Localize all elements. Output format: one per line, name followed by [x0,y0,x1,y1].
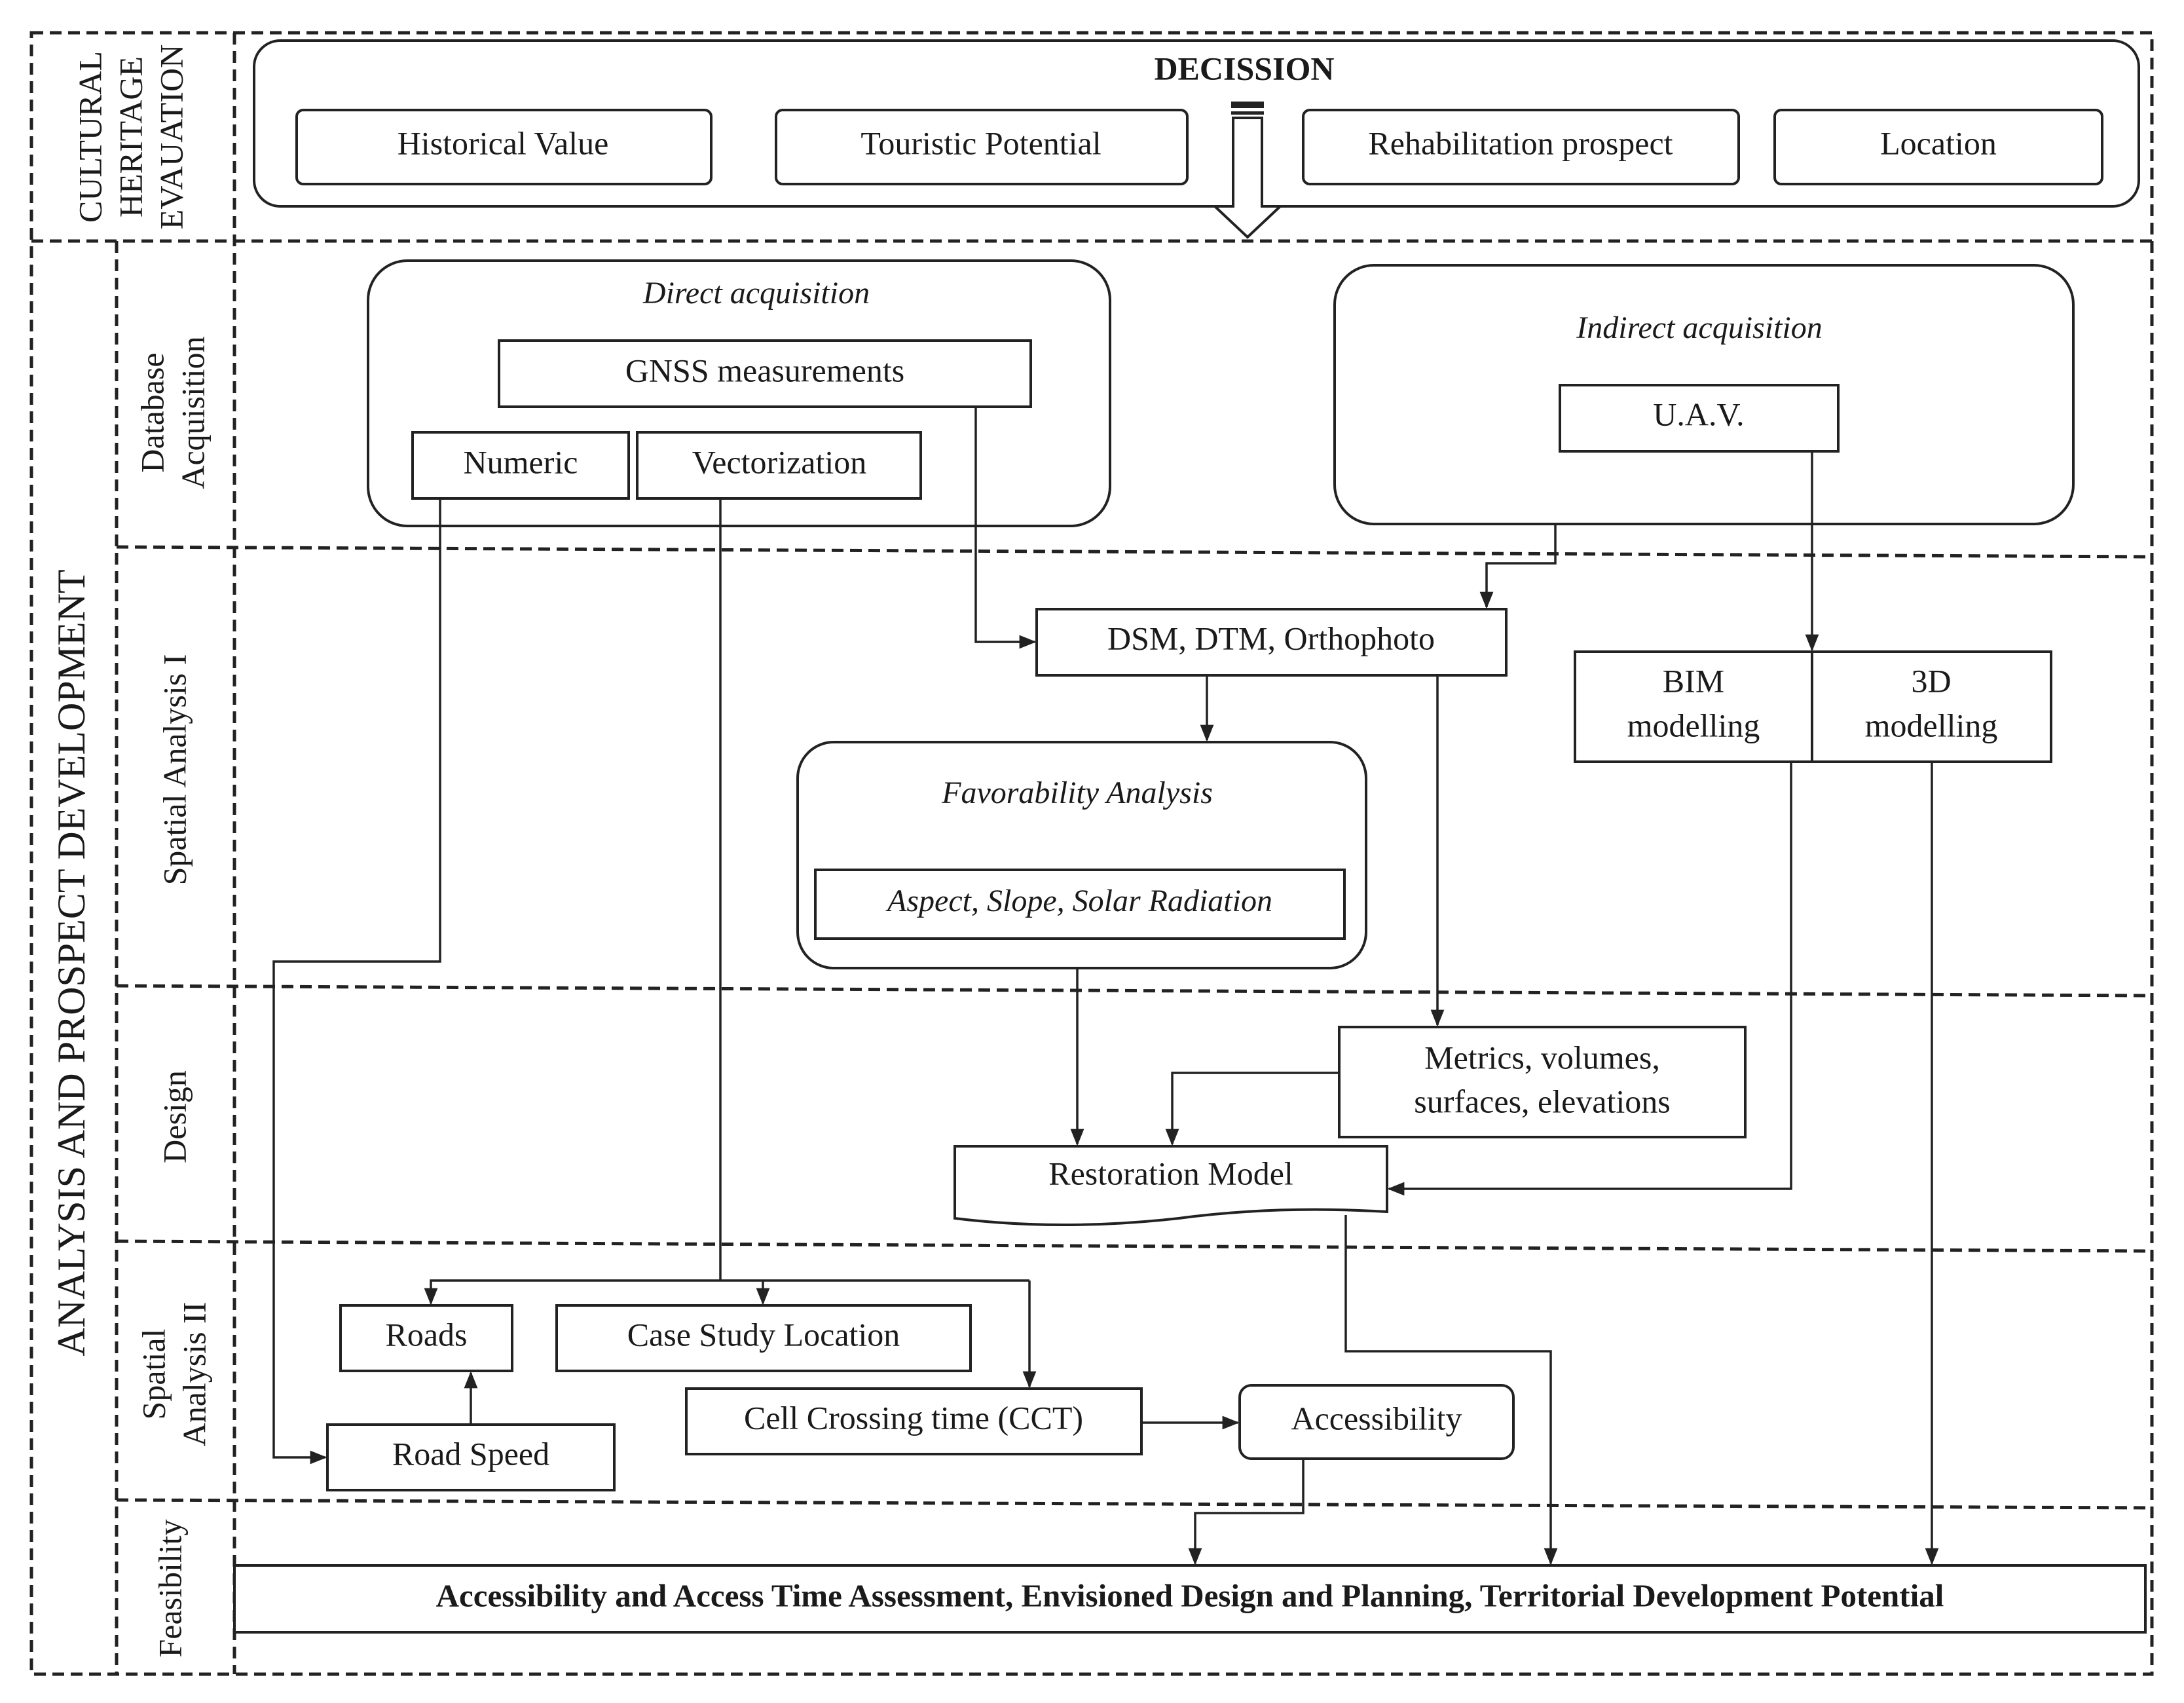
favorability-factors-box [814,869,1346,940]
bim-box [1574,650,1813,763]
model3d-label-2: modelling [1865,707,1998,743]
criterion-box [295,109,713,185]
svg-text:CULTURAL: CULTURAL [71,51,108,223]
uav-box [1559,384,1840,453]
row-label-cultural-heritage: CULTURAL HERITAGE EVAUATION [71,45,189,229]
road-speed-label: Road Speed [392,1435,549,1472]
feasibility-outcome: Accessibility and Access Time Assessment… [436,1577,1944,1613]
case-study-box [555,1304,972,1372]
decision-title: DECISSION [1154,50,1334,86]
cct-box [685,1387,1143,1455]
row-label-feasibility: Feasibility [151,1519,188,1657]
numeric-label: Numeric [464,443,578,480]
metrics-box [1338,1026,1747,1138]
dsm-dtm-box [1035,608,1508,677]
decision-down-arrow [1211,102,1284,239]
svg-text:EVAUATION: EVAUATION [153,45,189,229]
criterion-box [775,109,1189,185]
numeric-box [411,431,630,500]
restoration-model-shape [953,1145,1388,1226]
favorability-factors: Aspect, Slope, Solar Radiation [885,884,1272,918]
cct-label: Cell Crossing time (CCT) [744,1399,1083,1436]
dsm-dtm-label: DSM, DTM, Orthophoto [1107,620,1435,656]
bim-label-2: modelling [1627,707,1760,743]
feasibility-outcome-box [233,1564,2147,1634]
svg-text:Analysis II: Analysis II [176,1302,212,1447]
vectorization-box [636,431,922,500]
bim-label-1: BIM [1663,662,1724,699]
metrics-label-1: Metrics, volumes, [1424,1039,1660,1076]
case-study-label: Case Study Location [627,1316,900,1353]
uav-label: U.A.V. [1653,396,1744,432]
svg-text:Spatial: Spatial [135,1329,172,1420]
metrics-label-2: surfaces, elevations [1414,1083,1671,1119]
frame-grid [29,31,2154,1676]
row-label-spatial-analysis-2: Spatial Analysis II [135,1302,212,1447]
svg-text:Database: Database [134,352,170,472]
svg-text:HERITAGE: HERITAGE [112,56,149,217]
criterion-touristic-potential: Touristic Potential [861,124,1101,161]
direct-acquisition-title: Direct acquisition [642,276,870,310]
row-label-analysis-prospect: ANALYSIS AND PROSPECT DEVELOPMENT [50,569,93,1356]
svg-text:Acquisition: Acquisition [174,336,211,489]
model3d-label-1: 3D [1911,662,1951,699]
gnss-label: GNSS measurements [625,352,904,388]
vectorization-label: Vectorization [692,443,867,480]
row-label-database: Database Acquisition [134,336,211,489]
criterion-box [1302,109,1740,185]
model3d-box [1811,650,2052,763]
accessibility-label: Accessibility [1291,1400,1462,1436]
criterion-rehabilitation-prospect: Rehabilitation prospect [1368,124,1673,161]
roads-box [339,1304,513,1372]
favorability-title: Favorability Analysis [941,776,1213,810]
row-label-spatial-analysis-1: Spatial Analysis I [156,654,193,886]
criterion-historical-value: Historical Value [398,124,609,161]
row-label-design: Design [156,1070,193,1163]
connectors [272,407,1939,1565]
roads-label: Roads [386,1316,468,1353]
gnss-box [498,339,1032,408]
indirect-acquisition-title: Indirect acquisition [1576,310,1823,345]
criterion-box [1773,109,2103,185]
accessibility-box [1238,1384,1515,1460]
restoration-model-label: Restoration Model [1048,1155,1293,1191]
criterion-location: Location [1880,124,1997,161]
